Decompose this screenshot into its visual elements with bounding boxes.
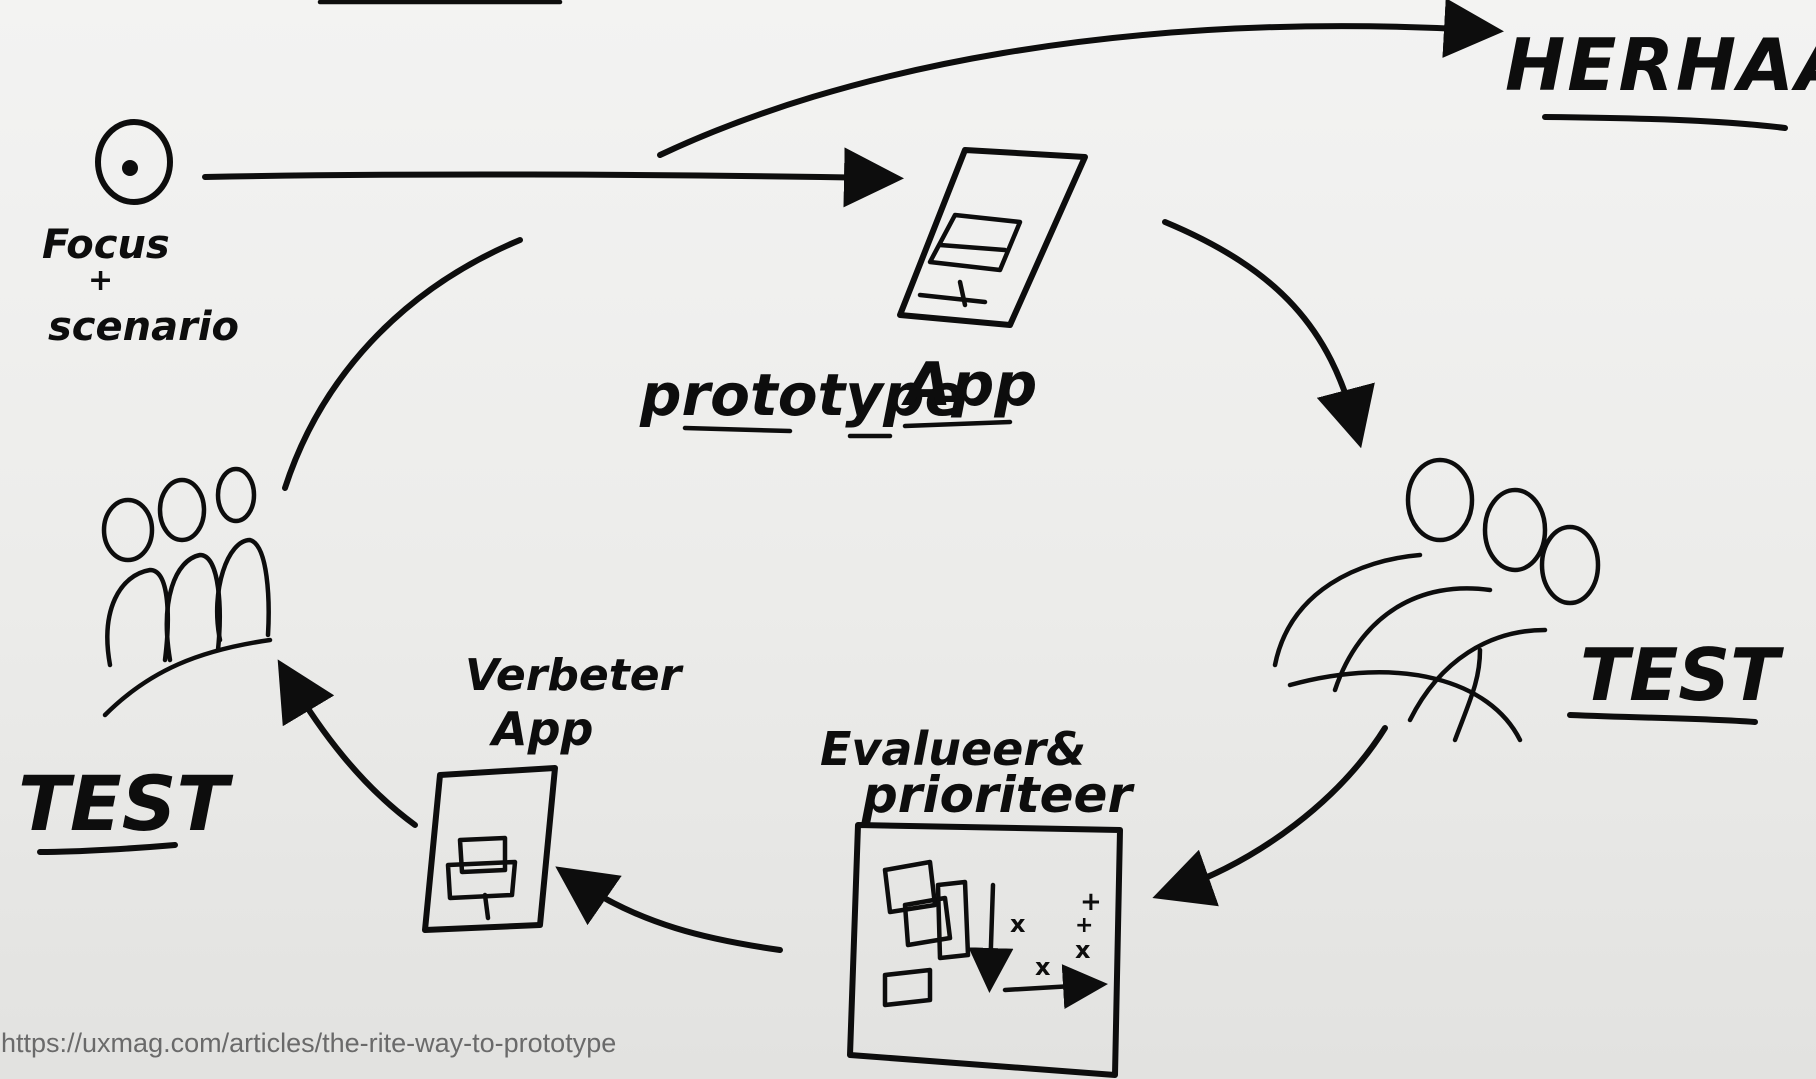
svg-text:+: +	[1075, 913, 1093, 938]
test-right-label: TEST	[1580, 633, 1784, 717]
arrow-focus-to-prototype	[202, 147, 904, 208]
target-icon	[95, 119, 173, 205]
improve-label-line2: App	[489, 702, 593, 756]
people-group-left-icon	[101, 466, 273, 718]
arrow-improve-to-test	[277, 659, 418, 828]
arrow-to-herhaal	[657, 0, 1504, 158]
focus-label-line3: scenario	[48, 304, 239, 350]
test-right-underline	[1567, 712, 1758, 725]
phone-improve-icon	[422, 765, 558, 933]
test-left-underline	[37, 842, 178, 855]
prototype-underline	[682, 425, 793, 434]
evaluate-label-line1: Evalueer&	[820, 722, 1086, 776]
herhaal-underline	[1542, 114, 1788, 131]
arrow-test-to-focus	[282, 237, 523, 491]
test-left-label: TEST	[18, 759, 233, 848]
herhaal-label: HERHAAL	[1505, 23, 1816, 107]
people-group-icon	[1272, 457, 1601, 743]
arrow-evaluate-to-improve	[555, 866, 783, 953]
svg-text:x: x	[1075, 936, 1091, 964]
phone-prototype-icon	[897, 147, 1088, 328]
arrow-test-to-evaluate	[1152, 725, 1388, 907]
prototype-label: prototype	[639, 361, 964, 429]
app-label: App	[901, 350, 1037, 420]
app-underline	[902, 419, 1013, 429]
arrow-prototype-to-test	[1162, 219, 1375, 449]
svg-text:+: +	[1080, 887, 1102, 917]
improve-label-line1: Verbeter	[465, 650, 684, 701]
board-icon: x x x + +	[847, 822, 1123, 1078]
svg-text:x: x	[1010, 910, 1026, 938]
evaluate-label-line2: prioriteer	[861, 766, 1135, 824]
source-credit: : https://uxmag.com/articles/the-rite-wa…	[0, 1028, 617, 1058]
svg-text:x: x	[1035, 953, 1051, 981]
focus-label-line2: +	[88, 263, 113, 298]
focus-label-line1: Focus	[42, 222, 170, 268]
